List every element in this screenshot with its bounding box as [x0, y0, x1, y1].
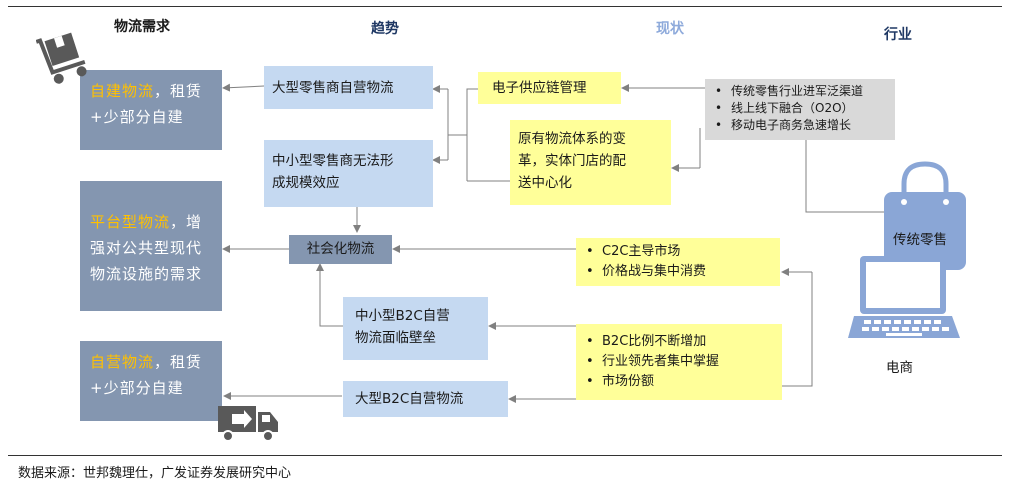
trend-small-retailer: 中小型零售商无法形 成规模效应 [264, 140, 433, 207]
status-text: 革，实体门店的配 [518, 153, 626, 169]
trend-text: 中小型B2C自营 [355, 308, 450, 324]
trend-socialized: 社会化物流 [289, 235, 392, 264]
b2c-bullet: 市场份额 [584, 372, 774, 392]
label-ecommerce: 电商 [886, 360, 913, 376]
status-b2c: B2C比例不断增加 行业领先者集中掌握 市场份额 [576, 324, 782, 400]
retail-bullet: 线上线下融合（O2O） [713, 100, 887, 117]
status-c2c: C2C主导市场 价格战与集中消费 [576, 238, 780, 286]
header-demand: 物流需求 [114, 19, 170, 35]
status-supply-chain: 电子供应链管理 [478, 72, 621, 104]
trend-text: 大型零售商自营物流 [272, 79, 394, 96]
industry-retail-points: 传统零售行业进军泛渠道 线上线下融合（O2O） 移动电子商务急速增长 [705, 79, 895, 140]
demand-text: 强对公共型现代 [90, 239, 203, 257]
trend-text: 成规模效应 [272, 175, 340, 191]
demand-text: +少部分自建 [90, 379, 184, 397]
status-reform: 原有物流体系的变 革，实体门店的配 送中心化 [510, 120, 671, 205]
demand-box-platform: 平台型物流，增 强对公共型现代 物流设施的需求 [80, 181, 222, 311]
trend-large-retailer: 大型零售商自营物流 [264, 66, 433, 109]
trend-text: 大型B2C自营物流 [355, 391, 464, 407]
header-status: 现状 [656, 21, 684, 37]
trend-text: 中小型零售商无法形 [272, 153, 394, 169]
b2c-bullet: 行业领先者集中掌握 [584, 352, 774, 372]
demand-text: 物流设施的需求 [90, 265, 203, 283]
c2c-bullet: 价格战与集中消费 [584, 262, 772, 282]
demand-text: ，租赁 [154, 353, 203, 371]
laptop-icon [848, 256, 960, 338]
trend-small-b2c: 中小型B2C自营 物流面临壁垒 [343, 297, 488, 360]
demand-box-self-built: 自建物流，租赁 +少部分自建 [80, 70, 222, 150]
demand-box-self-operated: 自营物流，租赁 +少部分自建 [80, 341, 222, 421]
trend-text: 社会化物流 [306, 241, 375, 257]
trend-large-b2c: 大型B2C自营物流 [343, 381, 508, 417]
demand-highlight-self-built: 自建物流 [90, 82, 155, 100]
label-traditional-retail: 传统零售 [893, 232, 947, 248]
status-text: 送中心化 [518, 175, 572, 191]
demand-highlight-self-operated: 自营物流 [90, 353, 155, 371]
trend-text: 物流面临壁垒 [355, 330, 436, 346]
demand-text: ，租赁 [154, 82, 203, 100]
header-trend: 趋势 [371, 21, 399, 37]
retail-bullet: 传统零售行业进军泛渠道 [713, 83, 887, 100]
delivery-truck-icon [218, 406, 278, 442]
box-cart-icon [36, 32, 87, 84]
retail-bullet: 移动电子商务急速增长 [713, 117, 887, 134]
status-text: 电子供应链管理 [492, 80, 587, 96]
bottom-rule [8, 455, 1002, 456]
header-industry: 行业 [884, 27, 912, 43]
demand-text: +少部分自建 [90, 108, 184, 126]
c2c-bullet: C2C主导市场 [584, 242, 772, 262]
status-text: 原有物流体系的变 [518, 131, 626, 147]
b2c-bullet: B2C比例不断增加 [584, 332, 774, 352]
shopping-bag-icon [884, 161, 966, 270]
demand-highlight-platform: 平台型物流 [90, 213, 171, 231]
demand-text: ，增 [170, 213, 203, 231]
source-note: 数据来源：世邦魏理仕，广发证券发展研究中心 [18, 466, 292, 481]
top-rule [8, 6, 1002, 7]
